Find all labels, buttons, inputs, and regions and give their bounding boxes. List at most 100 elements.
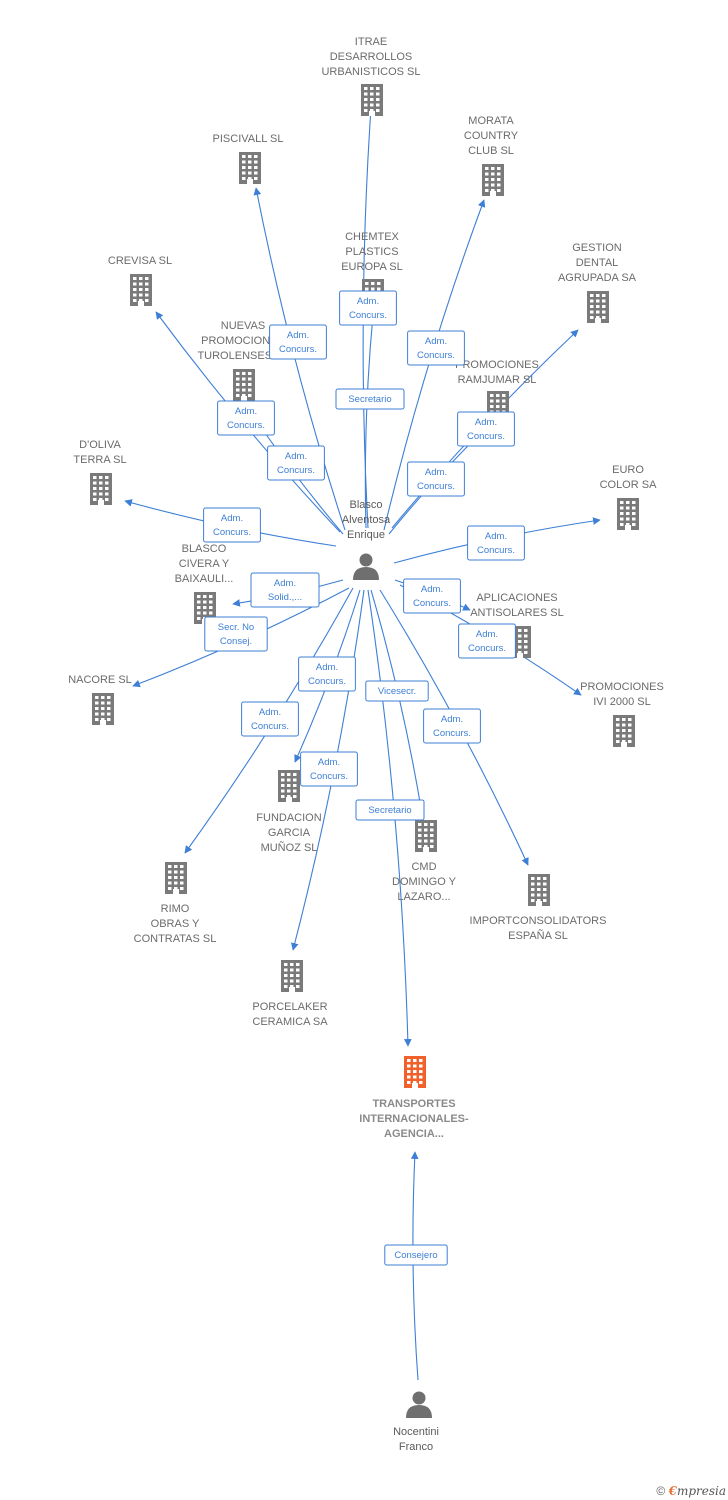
role-label-ivi2000[interactable]: Adm.Concurs. <box>458 623 516 659</box>
role-label-text: Vicesecr. <box>378 686 416 697</box>
person-name-line: Franco <box>399 1441 433 1453</box>
role-label-ramjumar[interactable]: Adm.Concurs. <box>407 461 465 497</box>
role-label-itrae[interactable]: Secretario <box>335 388 405 410</box>
company-name-line: COLOR SA <box>600 479 658 491</box>
empresia-watermark[interactable]: © €mpresia <box>656 1484 726 1498</box>
role-label-eurocolor[interactable]: Adm.Concurs. <box>467 525 525 561</box>
company-name-line: ANTISOLARES SL <box>470 607 564 619</box>
company-name-line: BLASCO <box>182 543 227 555</box>
building-icon <box>617 498 639 530</box>
role-label-text: Adm. <box>421 584 443 595</box>
company-node-porcelaker[interactable]: PORCELAKER CERAMICA SA <box>252 960 328 1028</box>
company-name-line: PORCELAKER <box>252 1001 327 1013</box>
company-name-line: DOMINGO Y <box>392 876 457 888</box>
building-icon <box>587 291 609 323</box>
role-label-cmd[interactable]: Vicesecr. <box>365 680 429 702</box>
company-name-line: CREVISA SL <box>108 255 172 267</box>
relation-edge-blasco-piscivall <box>253 187 346 531</box>
role-label-text: Adm. <box>274 578 296 589</box>
person-name-line: Nocentini <box>393 1426 439 1438</box>
building-icon <box>613 715 635 747</box>
company-name-line: DESARROLLOS <box>330 51 413 63</box>
relation-edge-nocentini-transportes <box>410 1151 419 1381</box>
building-icon <box>415 820 437 852</box>
role-label-text: Adm. <box>221 513 243 524</box>
company-name-line: TUROLENSES SL <box>197 350 288 362</box>
role-label-morata[interactable]: Adm.Concurs. <box>407 330 465 366</box>
role-label-importconsolidators[interactable]: Adm.Concurs. <box>423 708 481 744</box>
role-label-rimo[interactable]: Adm.Concurs. <box>241 701 299 737</box>
role-label-transportes[interactable]: Consejero <box>384 1244 448 1266</box>
company-name-line: PROMOCIONES <box>455 359 539 371</box>
company-name-line: NACORE SL <box>68 674 132 686</box>
role-label-text: Concurs. <box>467 431 505 442</box>
relation-edge-blasco-chemtex <box>364 314 377 529</box>
role-label-chemtex[interactable]: Adm.Concurs. <box>339 290 397 326</box>
company-name-line: D'OLIVA <box>79 439 121 451</box>
role-label-nuevas[interactable]: Adm.Concurs. <box>267 445 325 481</box>
company-node-crevisa[interactable]: CREVISA SL <box>108 255 172 306</box>
company-name-line: LAZARO... <box>397 891 450 903</box>
relation-edge-blasco-cmd <box>370 589 425 815</box>
company-name-line: PROMOCIONES <box>580 681 664 693</box>
role-label-text: Concurs. <box>310 771 348 782</box>
role-label-fundacion[interactable]: Adm.Concurs. <box>298 656 356 692</box>
company-name-line: PISCIVALL SL <box>213 133 284 145</box>
company-name-line: COUNTRY <box>464 130 519 142</box>
company-name-line: RAMJUMAR SL <box>458 374 537 386</box>
company-name-line: CERAMICA SA <box>252 1016 328 1028</box>
role-label-aplicaciones[interactable]: Adm.Concurs. <box>403 578 461 614</box>
role-label-text: Consejero <box>394 1250 437 1261</box>
role-label-text: Solid.,... <box>268 592 302 603</box>
company-node-piscivall[interactable]: PISCIVALL SL <box>213 133 284 184</box>
empresia-logo: €mpresia <box>668 1484 726 1498</box>
role-label-text: Concurs. <box>227 420 265 431</box>
company-name-line: FUNDACION <box>256 812 321 824</box>
company-name-line: INTERNACIONALES- <box>359 1113 469 1125</box>
role-label-text: Adm. <box>425 467 447 478</box>
company-node-nacore[interactable]: NACORE SL <box>68 674 132 725</box>
company-name-line: CIVERA Y <box>179 558 230 570</box>
company-name-line: GESTION <box>572 242 622 254</box>
role-label-blascocivera[interactable]: Adm. Solid.,... <box>250 572 320 608</box>
role-label-text: Concurs. <box>433 728 471 739</box>
company-name-line: CLUB SL <box>468 145 514 157</box>
person-name-line: Enrique <box>347 529 385 541</box>
building-icon <box>361 84 383 116</box>
building-icon <box>194 592 216 624</box>
role-label-text: Adm. <box>259 707 281 718</box>
role-label-doliva[interactable]: Adm.Concurs. <box>203 507 261 543</box>
company-name-line: ITRAE <box>355 36 387 48</box>
company-name-line: NUEVAS <box>221 320 265 332</box>
role-label-piscivall[interactable]: Adm.Concurs. <box>269 324 327 360</box>
company-node-aplicaciones[interactable]: APLICACIONES ANTISOLARES SL <box>470 592 564 658</box>
company-node-transportes[interactable]: TRANSPORTESINTERNACIONALES-AGENCIA... <box>359 1056 469 1140</box>
role-label-gestion[interactable]: Adm.Concurs. <box>457 411 515 447</box>
role-label-text: Secretario <box>348 394 391 405</box>
role-label-text: Adm. <box>485 531 507 542</box>
company-name-line: APLICACIONES <box>476 592 557 604</box>
role-label-text: Adm. <box>235 406 257 417</box>
building-icon <box>278 770 300 802</box>
role-label-porcelaker[interactable]: Adm.Concurs. <box>300 751 358 787</box>
building-icon <box>528 874 550 906</box>
role-label-transportes[interactable]: Secretario <box>355 799 425 821</box>
role-label-crevisa[interactable]: Adm. Concurs. <box>217 400 275 436</box>
building-icon <box>404 1056 426 1088</box>
